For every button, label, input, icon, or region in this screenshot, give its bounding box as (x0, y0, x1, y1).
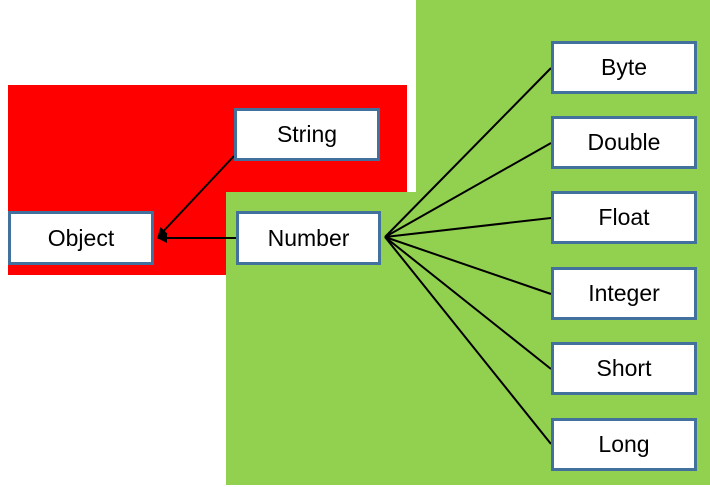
node-box-byte[interactable]: Byte (551, 41, 697, 94)
node-label-byte: Byte (600, 54, 648, 80)
node-label-long: Long (598, 431, 650, 457)
node-box-object[interactable]: Object (8, 211, 154, 265)
node-label-short: Short (596, 355, 652, 381)
node-box-long[interactable]: Long (551, 418, 697, 471)
node-label-object: Object (47, 224, 115, 251)
node-box-double[interactable]: Double (551, 116, 697, 169)
node-box-number[interactable]: Number (236, 211, 381, 265)
node-label-integer: Integer (588, 280, 660, 306)
node-label-float: Float (598, 204, 650, 230)
node-box-float[interactable]: Float (551, 191, 697, 244)
node-label-double: Double (587, 129, 661, 155)
node-box-string[interactable]: String (234, 108, 380, 161)
node-label-string: String (276, 121, 338, 147)
node-box-short[interactable]: Short (551, 342, 697, 395)
node-box-integer[interactable]: Integer (551, 267, 697, 320)
node-label-number: Number (267, 224, 350, 251)
